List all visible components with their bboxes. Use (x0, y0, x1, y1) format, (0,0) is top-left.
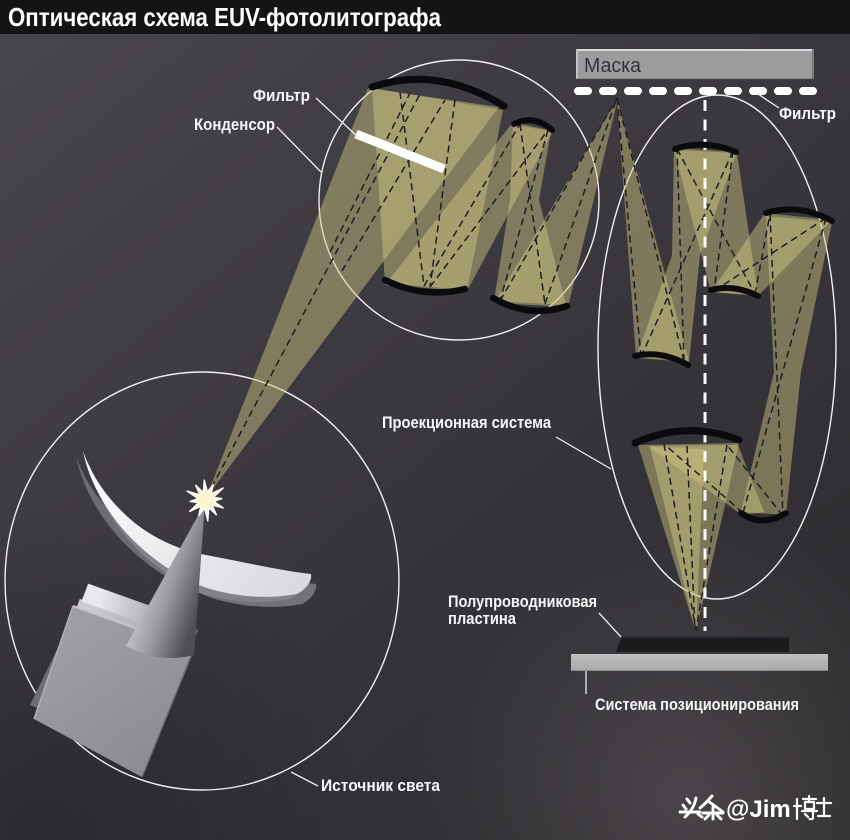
mask-bar (576, 49, 814, 80)
mask-assembly: Маска (576, 49, 814, 81)
projection-mirror-5 (631, 427, 743, 447)
projection-mirror-6 (738, 510, 789, 524)
title-bar-background (0, 0, 850, 34)
projection-mirror-3 (708, 285, 761, 299)
label-light-source: Источник света (321, 776, 440, 795)
label-projection-system: Проекционная система (382, 413, 551, 432)
label-wafer-line1: Полупроводниковая (448, 592, 597, 611)
label-condenser: Конденсор (194, 115, 275, 134)
diagram-labels: Фильтр Конденсор Фильтр Проекционная сис… (194, 86, 836, 795)
mask-label: Маска (584, 55, 642, 77)
credit-cjk-toutiao (678, 794, 725, 821)
beam-m1-to-m3 (372, 88, 503, 290)
label-filter-condenser: Фильтр (253, 86, 310, 105)
machine-box-left-bevel (33, 605, 74, 720)
beam-m3-to-m2 (385, 122, 553, 291)
source-cone (126, 503, 205, 658)
title-bar: Оптическая схема EUV-фотолитографа (0, 0, 850, 34)
label-positioning-system: Система позиционирования (595, 695, 799, 714)
projection-ellipse (597, 94, 837, 600)
beam-p4-to-p1 (636, 148, 737, 362)
condenser-mirror-3 (381, 276, 469, 296)
plasma-starburst (186, 479, 224, 522)
label-wafer-line2: пластина (448, 609, 516, 628)
condenser-mirror-2 (511, 117, 555, 133)
callout-lines (276, 91, 780, 787)
projection-mirror-1 (672, 141, 739, 155)
light-source-machine (30, 451, 317, 778)
system-outlines (4, 59, 837, 791)
mirrors (368, 75, 835, 524)
wafer-slab (616, 636, 789, 652)
ray-lines (205, 91, 827, 632)
machine-box-right-bevel (141, 648, 195, 778)
condenser-mirror-4 (489, 294, 571, 315)
credit-handle-latin: @Jim (726, 796, 791, 823)
positioning-bar (571, 654, 828, 671)
callout-light-source (290, 771, 319, 787)
credit-cjk-boshi (792, 794, 833, 821)
beam-p5-to-wafer-bright (650, 447, 704, 632)
projection-mirror-2 (763, 206, 835, 224)
callout-wafer (598, 612, 622, 638)
beam-p5-to-wafer-wide (638, 443, 739, 632)
projection-mirror-4 (632, 351, 691, 368)
callout-filter-mask (754, 91, 780, 109)
callout-condenser (276, 126, 322, 173)
credit: @Jim (678, 794, 833, 823)
beam-source-to-m1 (206, 88, 499, 498)
label-filter-mask: Фильтр (779, 104, 836, 123)
light-source-circle (4, 371, 400, 791)
callout-projection (555, 436, 612, 470)
condenser-mirror-1 (368, 75, 508, 110)
callout-filter-condenser (315, 97, 359, 138)
condenser-circle (318, 59, 600, 341)
beam-m2-to-m4 (494, 125, 566, 305)
condenser-filter-plate (354, 129, 446, 174)
wafer-stage (571, 636, 828, 671)
page-title: Оптическая схема EUV-фотолитографа (8, 2, 441, 32)
